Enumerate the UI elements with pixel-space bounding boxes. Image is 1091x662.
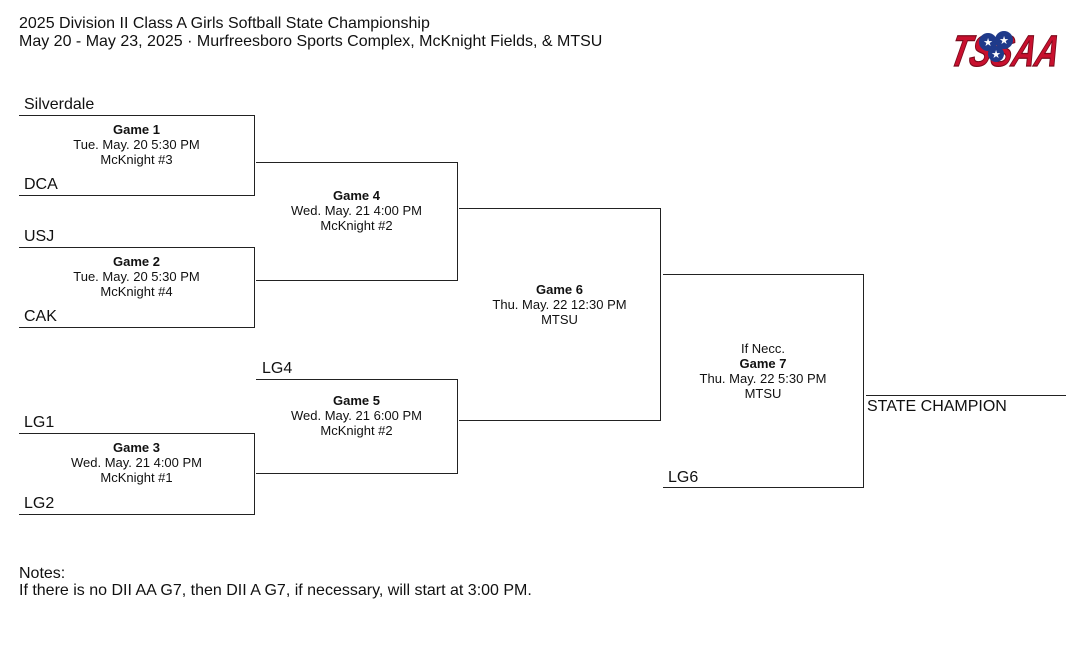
game-6-time: Thu. May. 22 12:30 PM xyxy=(492,297,627,312)
game-7-info: If Necc. Game 7 Thu. May. 22 5:30 PM MTS… xyxy=(663,341,863,401)
bracket-line xyxy=(256,473,457,474)
game-3-name: Game 3 xyxy=(113,440,160,455)
game-7-time: Thu. May. 22 5:30 PM xyxy=(699,371,827,386)
bracket-line xyxy=(663,487,863,488)
tssaa-logo: TSSAA ★ ★ ★ xyxy=(944,20,1065,77)
page-title: 2025 Division II Class A Girls Softball … xyxy=(19,15,430,32)
svg-text:★: ★ xyxy=(999,35,1009,47)
bracket-line xyxy=(256,379,457,380)
team-lg6: LG6 xyxy=(668,469,699,486)
game-7-name: Game 7 xyxy=(739,356,787,371)
bracket-line xyxy=(863,274,864,488)
team-dca: DCA xyxy=(24,176,58,193)
team-lg4: LG4 xyxy=(262,360,293,377)
game-6-info: Game 6 Thu. May. 22 12:30 PM MTSU xyxy=(459,282,660,327)
team-usj: USJ xyxy=(24,228,55,245)
game-2-name: Game 2 xyxy=(113,254,160,269)
bracket-line xyxy=(256,280,457,281)
game-1-venue: McKnight #3 xyxy=(100,152,173,167)
bracket-line xyxy=(663,274,863,275)
bracket-line xyxy=(459,208,660,209)
bracket-line xyxy=(256,162,457,163)
game-5-venue: McKnight #2 xyxy=(320,423,393,438)
bracket-line xyxy=(254,247,255,328)
team-lg1: LG1 xyxy=(24,414,55,431)
bracket-line xyxy=(19,327,254,328)
game-4-name: Game 4 xyxy=(333,188,380,203)
game-1-info: Game 1 Tue. May. 20 5:30 PM McKnight #3 xyxy=(19,122,254,167)
bracket-line xyxy=(457,162,458,281)
state-champion-label: STATE CHAMPION xyxy=(867,398,1007,415)
game-3-info: Game 3 Wed. May. 21 4:00 PM McKnight #1 xyxy=(19,440,254,485)
game-1-time: Tue. May. 20 5:30 PM xyxy=(73,137,200,152)
game-5-info: Game 5 Wed. May. 21 6:00 PM McKnight #2 xyxy=(256,393,457,438)
game-4-time: Wed. May. 21 4:00 PM xyxy=(290,203,423,218)
bracket-line xyxy=(660,208,661,421)
bracket-line xyxy=(457,379,458,474)
game-3-time: Wed. May. 21 4:00 PM xyxy=(70,455,203,470)
notes-label: Notes: xyxy=(19,565,66,582)
game-2-time: Tue. May. 20 5:30 PM xyxy=(73,269,200,284)
bracket-line xyxy=(19,195,254,196)
game-6-venue: MTSU xyxy=(541,312,578,327)
team-lg2: LG2 xyxy=(24,495,55,512)
champion-line xyxy=(866,395,1066,396)
game-7-note: If Necc. xyxy=(740,341,786,356)
bracket-line xyxy=(254,115,255,196)
game-6-name: Game 6 xyxy=(536,282,583,297)
team-cak: CAK xyxy=(24,308,57,325)
svg-text:★: ★ xyxy=(991,49,1001,61)
notes-text: If there is no DII AA G7, then DII A G7,… xyxy=(19,582,532,599)
game-4-venue: McKnight #2 xyxy=(320,218,393,233)
bracket-line xyxy=(459,420,660,421)
game-5-time: Wed. May. 21 6:00 PM xyxy=(290,408,423,423)
team-silverdale: Silverdale xyxy=(24,96,95,113)
bracket-line xyxy=(254,433,255,515)
bracket-line xyxy=(19,247,254,248)
bracket-line xyxy=(19,433,254,434)
bracket-line xyxy=(19,514,254,515)
tssaa-logo-icon: TSSAA ★ ★ ★ xyxy=(946,27,1065,77)
game-5-name: Game 5 xyxy=(333,393,380,408)
game-7-venue: MTSU xyxy=(744,386,782,401)
game-2-venue: McKnight #4 xyxy=(100,284,173,299)
game-3-venue: McKnight #1 xyxy=(100,470,173,485)
bracket-line xyxy=(19,115,254,116)
game-2-info: Game 2 Tue. May. 20 5:30 PM McKnight #4 xyxy=(19,254,254,299)
game-4-info: Game 4 Wed. May. 21 4:00 PM McKnight #2 xyxy=(256,188,457,233)
game-1-name: Game 1 xyxy=(113,122,160,137)
svg-text:★: ★ xyxy=(983,37,993,49)
page-subtitle: May 20 - May 23, 2025 · Murfreesboro Spo… xyxy=(19,33,603,50)
